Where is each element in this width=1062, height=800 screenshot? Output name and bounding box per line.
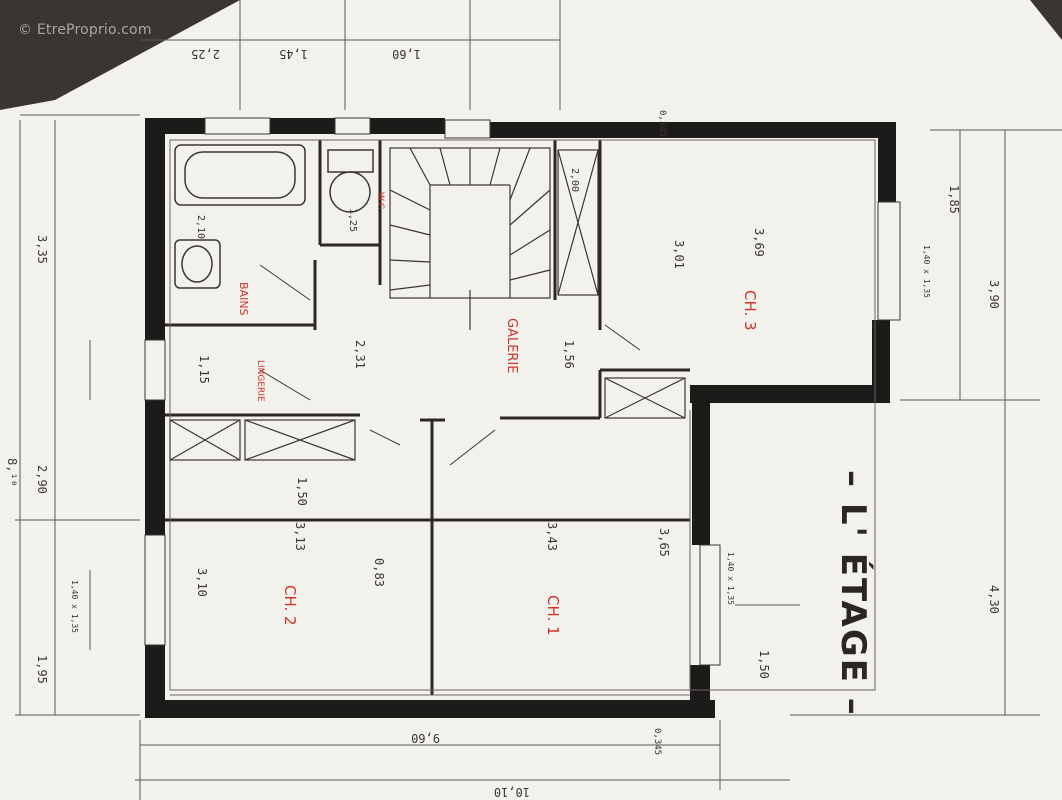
windows [144, 117, 901, 666]
dim-left-290: 2,90 [35, 465, 49, 494]
dim-bottom-960: 9,60 [411, 731, 440, 745]
dim-bottom-1010: 10,10 [494, 785, 530, 799]
closets [169, 149, 686, 461]
left-dimension-lines [15, 120, 140, 716]
dim-top-145: 1,45 [279, 47, 308, 61]
dim-369: 3,69 [752, 228, 766, 257]
room-label-bains: BAINS [237, 282, 250, 316]
dim-left-335: 3,35 [35, 235, 49, 264]
dim-top-160: 1,60 [392, 47, 421, 61]
dim-365: 3,65 [657, 528, 671, 557]
dim-156: 1,56 [562, 340, 576, 369]
dim-left-8: 8,¹⁰ [5, 458, 19, 487]
dim-200: 2,00 [569, 168, 580, 192]
dim-right-430: 4,30 [987, 585, 1001, 614]
room-label-ch2: CH. 2 [281, 585, 299, 626]
room-label-ch1: CH. 1 [544, 595, 562, 636]
dim-343: 3,43 [545, 522, 559, 551]
washbasin-icon [174, 239, 221, 289]
interior-walls [165, 140, 690, 695]
room-label-galerie: GALERIE [504, 318, 519, 374]
dim-top-225: 2,25 [191, 47, 220, 61]
dim-left-195: 1,95 [35, 655, 49, 684]
top-dimension-lines [20, 0, 561, 116]
dim-301: 3,01 [672, 240, 686, 269]
room-label-ch3: CH. 3 [741, 290, 759, 331]
dim-right-185: 1,85 [947, 185, 961, 214]
watermark: © EtreProprio.com [18, 22, 152, 38]
wall-linings [169, 139, 876, 696]
door-swings [259, 264, 641, 466]
dim-right-390: 3,90 [987, 280, 1001, 309]
dim-window-ch3: 1,40 x 1,35 [922, 245, 931, 298]
plan-title: – L' ÉTAGE – [833, 470, 874, 717]
dim-150: 1,50 [295, 477, 309, 506]
staircase [389, 147, 551, 330]
room-label-lingerie: LINGERIE [255, 360, 265, 402]
dim-310: 3,10 [195, 568, 209, 597]
dim-bottom-0345: 0,345 [652, 728, 662, 755]
right-dimension-lines [735, 129, 1062, 716]
dim-right-150: 1,50 [757, 650, 771, 679]
dim-313: 3,13 [293, 522, 307, 551]
bathtub-icon [174, 144, 306, 206]
dim-083: 0,83 [372, 558, 386, 587]
dim-125: 1,25 [347, 208, 358, 232]
bottom-dimension-lines [135, 720, 790, 800]
dim-115: 1,15 [197, 355, 211, 384]
dim-231: 2,31 [353, 340, 367, 369]
exterior-walls [145, 118, 896, 718]
dim-210: 2,10 [195, 215, 206, 239]
dim-window-ch2: 1,40 x 1,35 [70, 580, 79, 633]
dim-top-0345: 0,345 [657, 110, 667, 137]
room-label-wc: W.C. [375, 192, 385, 212]
toilet-icon [327, 149, 374, 213]
dim-window-ch1: 1,40 x 1,35 [726, 552, 735, 605]
